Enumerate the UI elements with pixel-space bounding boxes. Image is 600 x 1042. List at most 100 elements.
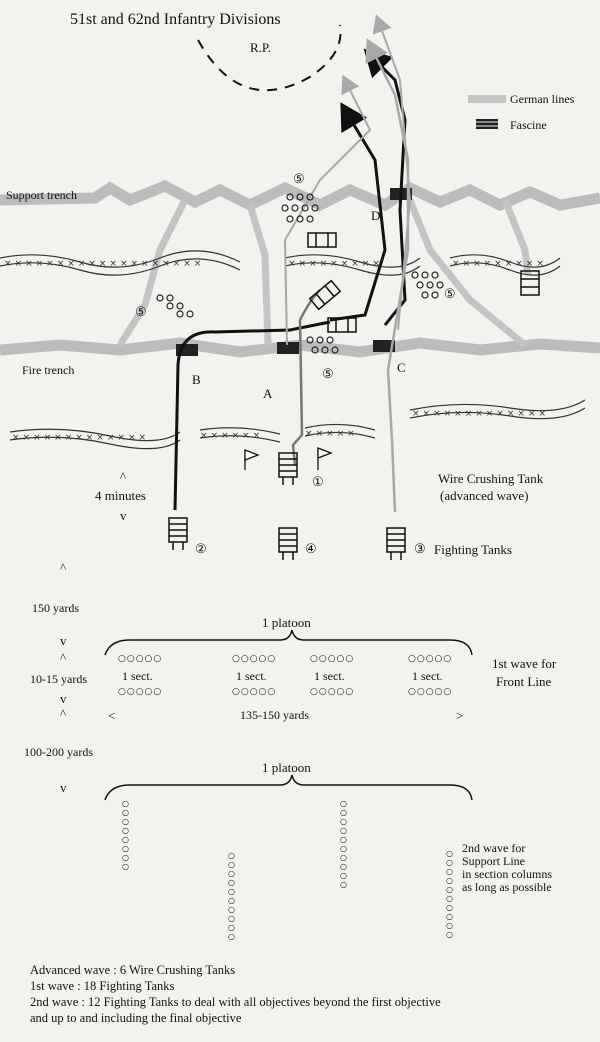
svg-text:○: ○ xyxy=(446,930,453,939)
svg-text:○: ○ xyxy=(228,860,235,869)
wire-crosses: ××××××××××××××××××× ××××××××× ××××××××× … xyxy=(4,259,549,443)
tank-number-4: ④ xyxy=(305,541,317,556)
note-line: Advanced wave : 6 Wire Crushing Tanks xyxy=(30,963,236,977)
tank-icon xyxy=(168,517,188,550)
svg-text:○: ○ xyxy=(446,876,453,885)
dist-10-down: v xyxy=(60,691,67,706)
svg-text:○: ○ xyxy=(446,858,453,867)
svg-text:○: ○ xyxy=(446,885,453,894)
dist-10-label: 10-15 yards xyxy=(30,672,87,686)
flag-icons xyxy=(244,447,333,470)
time-up-arrow: ^ xyxy=(120,469,126,484)
width-label: 135-150 yards xyxy=(240,708,309,722)
wire-tank-label-2: (advanced wave) xyxy=(440,488,528,503)
svg-text:×××××××××: ××××××××× xyxy=(452,259,547,269)
rp-label: R.P. xyxy=(250,40,271,55)
svg-text:××××××: ×××××× xyxy=(200,431,263,441)
note-line: 1st wave : 18 Fighting Tanks xyxy=(30,979,175,993)
svg-text:○: ○ xyxy=(122,844,129,853)
legend-fascine-swatch xyxy=(476,119,498,129)
note-line: 2nd wave : 12 Fighting Tanks to deal wit… xyxy=(30,995,441,1009)
tank-number-3: ③ xyxy=(414,541,426,556)
svg-text:○○○○○: ○○○○○ xyxy=(118,654,162,664)
svg-text:○: ○ xyxy=(122,862,129,871)
svg-text:○○○○○: ○○○○○ xyxy=(408,687,452,697)
wire-entanglements xyxy=(0,250,586,450)
tank-icons xyxy=(168,232,540,560)
tank-paths xyxy=(173,14,412,513)
svg-text:○: ○ xyxy=(340,799,347,808)
svg-text:×××××××××: ××××××××× xyxy=(288,259,383,269)
svg-text:○○○○○: ○○○○○ xyxy=(232,687,276,697)
tank-icon xyxy=(327,317,357,333)
svg-text:○: ○ xyxy=(340,853,347,862)
section-label: 1 sect. xyxy=(314,669,345,683)
time-down-arrow: v xyxy=(120,508,127,523)
svg-text:○○○○○: ○○○○○ xyxy=(408,654,452,664)
section-label: 1 sect. xyxy=(236,669,267,683)
rally-point-arc xyxy=(197,24,342,92)
point-label-d: D xyxy=(371,208,380,223)
svg-text:○: ○ xyxy=(446,867,453,876)
tank-icon xyxy=(308,279,342,311)
tank-number-2: ② xyxy=(195,541,207,556)
dist-150-down: v xyxy=(60,633,67,648)
fire-trench-label: Fire trench xyxy=(22,363,74,377)
diagram-title: 51st and 62nd Infantry Divisions xyxy=(70,11,281,28)
svg-text:○: ○ xyxy=(340,871,347,880)
svg-text:×××××××××××××: ××××××××××××× xyxy=(412,409,549,419)
wave2-label-3: in section columns xyxy=(462,867,552,881)
svg-text:○: ○ xyxy=(122,808,129,817)
time-label: 4 minutes xyxy=(95,488,146,503)
section-dots-row: ○○○○○○○○○○ ○○○○○○○○○○ ○○○○○○○○○○ ○○○○○○○… xyxy=(118,654,452,697)
wave1-label-1: 1st wave for xyxy=(492,656,557,671)
svg-text:○: ○ xyxy=(228,896,235,905)
fighting-tanks-label: Fighting Tanks xyxy=(434,542,512,557)
platoon-brace-1 xyxy=(104,629,473,656)
svg-text:○: ○ xyxy=(228,932,235,941)
point-label-c: C xyxy=(397,360,406,375)
dist-100-down: v xyxy=(60,780,67,795)
svg-text:×××××××××××××××××××: ××××××××××××××××××× xyxy=(4,259,204,269)
communication-trenches xyxy=(117,198,532,348)
svg-text:○: ○ xyxy=(340,835,347,844)
svg-text:○: ○ xyxy=(446,903,453,912)
svg-text:○: ○ xyxy=(228,878,235,887)
wave2-label-1: 2nd wave for xyxy=(462,841,525,855)
svg-text:○: ○ xyxy=(122,826,129,835)
tank-icon xyxy=(386,527,406,560)
section-columns: ○○○○ ○○○○ ○○○○ ○○○○○○ ○○○○ ○○○○○○ ○○○○ ○… xyxy=(122,799,453,941)
section-marker-right: ⑤ xyxy=(444,286,456,301)
point-label-a: A xyxy=(263,386,273,401)
legend-fascine: Fascine xyxy=(510,118,547,132)
platoon-brace-2 xyxy=(104,774,473,801)
section-label: 1 sect. xyxy=(412,669,443,683)
svg-text:○○○○○: ○○○○○ xyxy=(310,687,354,697)
tank-icon xyxy=(278,452,298,485)
tank-icon xyxy=(278,527,298,560)
svg-text:○: ○ xyxy=(228,923,235,932)
section-marker-top: ⑤ xyxy=(293,171,305,186)
section-marker-center: ⑤ xyxy=(322,366,334,381)
infantry-section-groups xyxy=(156,193,444,354)
svg-text:○: ○ xyxy=(228,914,235,923)
svg-text:○: ○ xyxy=(340,862,347,871)
svg-text:○: ○ xyxy=(122,799,129,808)
svg-text:○: ○ xyxy=(228,851,235,860)
wire-tank-label-1: Wire Crushing Tank xyxy=(438,471,544,486)
svg-text:○: ○ xyxy=(446,849,453,858)
svg-text:○: ○ xyxy=(122,853,129,862)
svg-text:×××××××××××××: ××××××××××××× xyxy=(12,433,149,443)
legend-german-lines: German lines xyxy=(510,92,575,106)
legend-german-lines-swatch xyxy=(468,95,506,103)
svg-text:○: ○ xyxy=(340,808,347,817)
support-trench xyxy=(0,179,600,212)
svg-text:○: ○ xyxy=(228,887,235,896)
svg-text:○: ○ xyxy=(228,905,235,914)
svg-text:○: ○ xyxy=(446,912,453,921)
svg-text:○○○○○: ○○○○○ xyxy=(118,687,162,697)
section-label: 1 sect. xyxy=(122,669,153,683)
tank-icon xyxy=(520,270,540,296)
